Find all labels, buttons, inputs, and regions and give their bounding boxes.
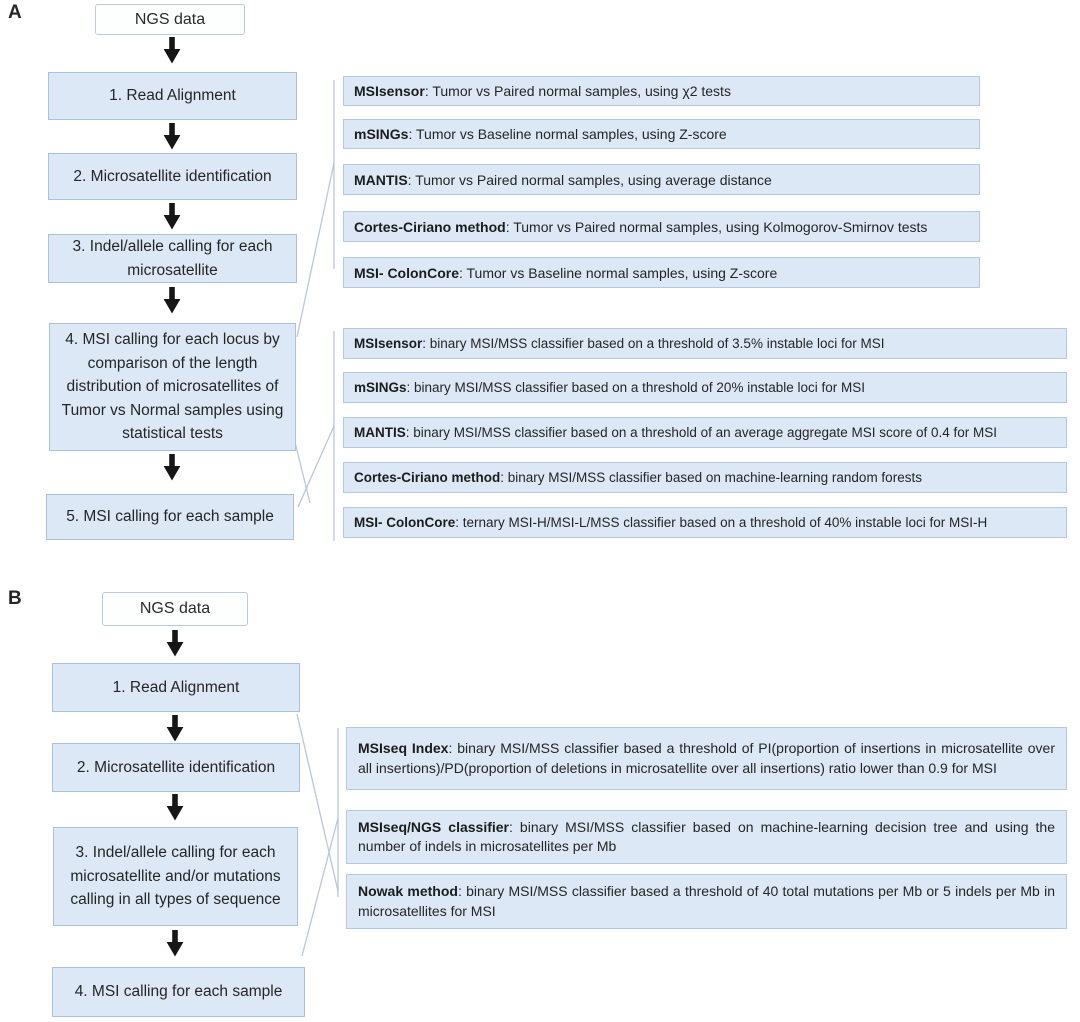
tool-description: : Tumor vs Baseline normal samples, usin…: [408, 126, 727, 142]
tool-description: : binary MSI/MSS classifier based on mac…: [500, 470, 922, 485]
tool-name: MANTIS: [354, 171, 408, 188]
callout-msiseq-index: MSIseq Index: binary MSI/MSS classifier …: [346, 727, 1067, 790]
callout-msisensor-locus: MSIsensor: Tumor vs Paired normal sample…: [343, 76, 980, 106]
tool-name: MSIsensor: [354, 336, 423, 351]
tool-name: Cortes-Ciriano method: [354, 470, 501, 485]
callout-cortes-ciriano-sample: Cortes-Ciriano method: binary MSI/MSS cl…: [343, 462, 1067, 493]
tool-name: MSIseq/NGS classifier: [358, 818, 509, 835]
ngs-data-text: NGS data: [134, 10, 206, 28]
tool-name: MSIsensor: [354, 83, 425, 99]
tool-description: : binary MSI/MSS classifier based a thre…: [358, 883, 1055, 919]
panel-b-label: B: [8, 588, 22, 609]
panel-a-label: A: [8, 2, 22, 23]
callout-mantis-locus: MANTIS: Tumor vs Paired normal samples, …: [343, 164, 980, 195]
down-arrow-icon: [163, 203, 181, 230]
tool-name: MSI- ColonCore: [354, 515, 456, 530]
callout-msi-coloncore-sample: MSI- ColonCore: ternary MSI-H/MSI-L/MSS …: [343, 507, 1067, 538]
tool-description: : binary MSI/MSS classifier based on a t…: [422, 336, 885, 351]
down-arrow-icon: [163, 287, 181, 314]
callout-msisensor-sample: MSIsensor: binary MSI/MSS classifier bas…: [343, 328, 1067, 359]
down-arrow-icon: [166, 715, 184, 742]
tool-name: Cortes-Ciriano method: [354, 218, 506, 235]
down-arrow-icon: [163, 123, 181, 150]
down-arrow-icon: [166, 930, 184, 957]
ngs-data-text: NGS data: [139, 600, 211, 617]
callout-msiseq-ngs-classifier: MSIseq/NGS classifier: binary MSI/MSS cl…: [346, 810, 1067, 864]
tool-description: : Tumor vs Baseline normal samples, usin…: [459, 264, 778, 281]
step-read-alignment-a: 1. Read Alignment: [48, 72, 297, 120]
callout-mantis-sample: MANTIS: binary MSI/MSS classifier based …: [343, 417, 1067, 448]
tool-description: : Tumor vs Paired normal samples, using …: [407, 171, 772, 188]
step-read-alignment-b: 1. Read Alignment: [52, 663, 300, 712]
tool-name: MANTIS: [354, 425, 406, 440]
down-arrow-icon: [163, 454, 181, 481]
ngs-data-box-b: NGS data: [102, 592, 248, 626]
down-arrow-icon: [166, 630, 184, 657]
step-microsatellite-identification-a: 2. Microsatellite identification: [48, 153, 297, 200]
tool-name: mSINGs: [354, 380, 407, 395]
callout-msi-coloncore-locus: MSI- ColonCore: Tumor vs Baseline normal…: [343, 257, 980, 288]
callout-msings-locus: mSINGs: Tumor vs Baseline normal samples…: [343, 119, 980, 149]
step-msi-calling-each-locus-a: 4. MSI calling for each locus by compari…: [49, 323, 296, 451]
down-arrow-icon: [163, 37, 181, 64]
callout-cortes-ciriano-locus: Cortes-Ciriano method: Tumor vs Paired n…: [343, 211, 980, 242]
tool-description: : binary MSI/MSS classifier based on a t…: [405, 425, 998, 440]
tool-name: mSINGs: [354, 126, 409, 142]
step-microsatellite-identification-b: 2. Microsatellite identification: [52, 743, 300, 792]
tool-description: : binary MSI/MSS classifier based on mac…: [358, 818, 1055, 854]
tool-description: : binary MSI/MSS classifier based a thre…: [358, 740, 1056, 776]
tool-description: : binary MSI/MSS classifier based on a t…: [406, 380, 865, 395]
callout-nowak-method: Nowak method: binary MSI/MSS classifier …: [346, 874, 1067, 929]
ngs-data-box-a: NGS data: [95, 4, 245, 35]
callout-msings-sample: mSINGs: binary MSI/MSS classifier based …: [343, 372, 1067, 403]
step-indel-allele-calling-b: 3. Indel/allele calling for each microsa…: [53, 827, 298, 926]
tool-name: Nowak method: [358, 883, 458, 900]
down-arrow-icon: [166, 794, 184, 821]
tool-name: MSI- ColonCore: [354, 264, 459, 281]
step-indel-allele-calling-a: 3. Indel/allele calling for each microsa…: [48, 234, 297, 283]
tool-name: MSIseq Index: [358, 740, 449, 757]
tool-description: : Tumor vs Paired normal samples, using …: [505, 218, 928, 235]
tool-description: : ternary MSI-H/MSI-L/MSS classifier bas…: [455, 515, 988, 530]
step-msi-calling-each-sample-a: 5. MSI calling for each sample: [46, 494, 294, 540]
tool-description: : Tumor vs Paired normal samples, using …: [424, 83, 731, 99]
step-msi-calling-each-sample-b: 4. MSI calling for each sample: [52, 967, 305, 1017]
